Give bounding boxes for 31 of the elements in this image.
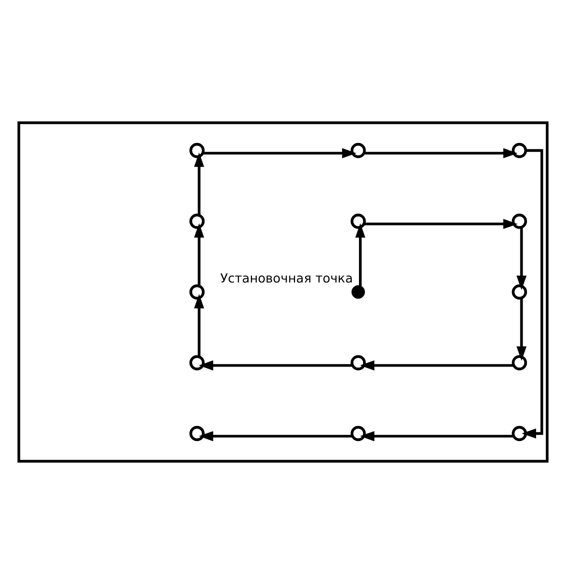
node-circle [189,213,205,228]
node-circle [189,425,205,441]
arrow [194,222,204,286]
arrow [522,148,544,438]
node-circle [512,425,528,441]
node-circle [512,142,528,158]
arrow [355,222,366,286]
node-dot [352,284,365,298]
arrow [198,360,352,370]
arrow [364,218,518,228]
node-circle [350,213,366,228]
node-circle [350,354,366,370]
arrow [360,430,514,441]
node-circle [512,354,528,370]
arrow [360,360,514,370]
arrow [364,148,518,158]
node-circle [189,142,205,158]
arrow [194,152,204,215]
node-label: Установочная точка [220,270,353,285]
node-circle [189,284,205,300]
arrow [516,298,527,360]
node-circle [512,213,528,228]
arrow [194,293,204,356]
cluster [17,120,549,462]
arrow [198,430,352,441]
node-circle [350,142,366,158]
arrow [516,226,527,290]
node-circle [512,284,528,300]
node-circle [350,425,366,441]
node-circle [189,354,205,370]
arrow [202,148,356,158]
